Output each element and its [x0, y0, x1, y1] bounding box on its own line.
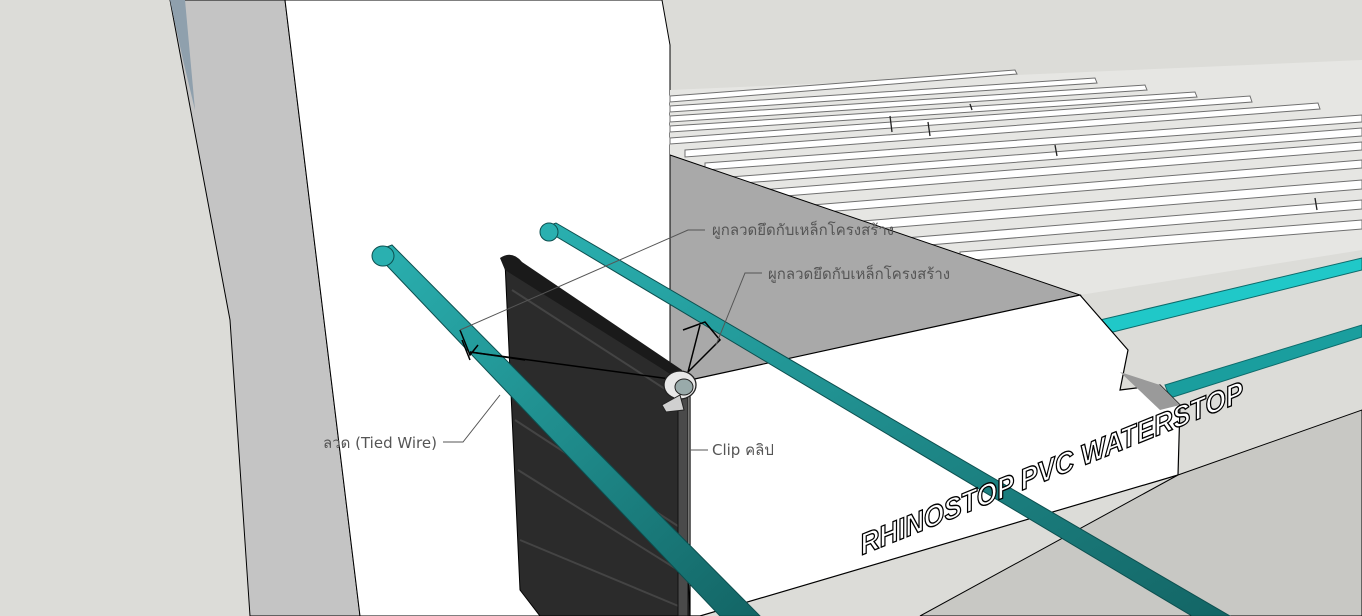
rebar-mesh — [669, 69, 1362, 262]
label-tie-wire-to-rebar-1: ผูกลวดยึดกับเหล็กโครงสร้าง — [712, 221, 895, 239]
clip-leg — [677, 394, 689, 616]
waterstop-bulb-top — [500, 254, 682, 380]
mesh-ties — [889, 103, 1318, 211]
clip — [661, 370, 697, 413]
rebar-left — [371, 244, 761, 616]
label-tie-wire-to-rebar-2: ผูกลวดยึดกับเหล็กโครงสร้าง — [768, 265, 951, 283]
ground-plane — [919, 409, 1362, 616]
wall-edge-strip — [170, 0, 195, 110]
wall-side-face — [169, 0, 361, 616]
label-tied-wire: ลวด (Tied Wire) — [323, 434, 437, 452]
tied-wire — [459, 321, 722, 381]
slab-step-shadow — [1120, 372, 1180, 410]
leader-lines — [443, 229, 762, 451]
rebar-right — [539, 222, 1231, 616]
label-clip: Clip คลิป — [712, 441, 774, 459]
